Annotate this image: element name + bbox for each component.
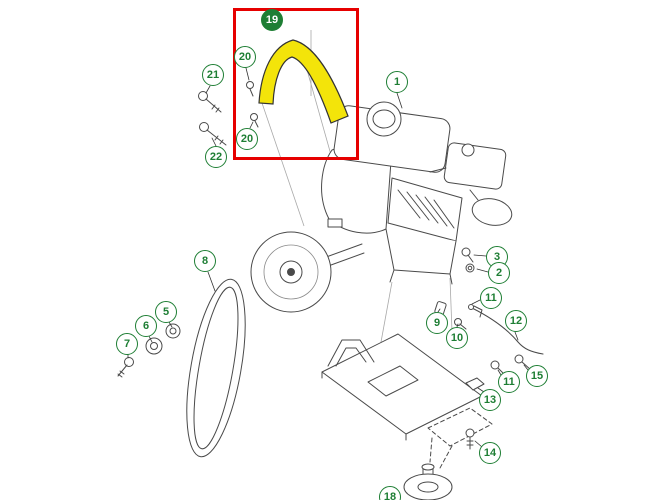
- callout-12[interactable]: 12: [505, 310, 527, 332]
- base-plate: [321, 333, 493, 469]
- callout-14[interactable]: 14: [479, 442, 501, 464]
- pulley-disc: [250, 231, 332, 313]
- callout-18p[interactable]: 18: [379, 486, 401, 500]
- callout-1[interactable]: 1: [386, 71, 408, 93]
- callout-15[interactable]: 15: [526, 365, 548, 387]
- callout-11b[interactable]: 11: [498, 371, 520, 393]
- selection-highlight-box: [233, 8, 359, 160]
- fuel-cap: [366, 101, 402, 137]
- air-filter: [443, 142, 507, 190]
- callout-22[interactable]: 22: [205, 146, 227, 168]
- v-belt: [186, 278, 246, 458]
- throttle-cable: [471, 307, 544, 355]
- callout-13[interactable]: 13: [479, 389, 501, 411]
- washer-set: [117, 323, 181, 378]
- callout-2[interactable]: 2: [488, 262, 510, 284]
- callout-20a[interactable]: 20: [234, 46, 256, 68]
- callout-8[interactable]: 8: [194, 250, 216, 272]
- callout-6[interactable]: 6: [135, 315, 157, 337]
- bottom-wheel: [403, 463, 453, 500]
- callout-10[interactable]: 10: [446, 327, 468, 349]
- callout-21[interactable]: 21: [202, 64, 224, 86]
- part-19-belt-guard[interactable]: [258, 39, 349, 124]
- engine-sketch: [317, 101, 513, 285]
- callout-5[interactable]: 5: [155, 301, 177, 323]
- callout-7[interactable]: 7: [116, 333, 138, 355]
- fastener-set-upper-left: [198, 81, 259, 146]
- callout-9[interactable]: 9: [426, 312, 448, 334]
- small-parts-right: [434, 247, 544, 450]
- callout-19[interactable]: 19: [261, 9, 283, 31]
- callout-20b[interactable]: 20: [236, 128, 258, 150]
- callout-11a[interactable]: 11: [480, 287, 502, 309]
